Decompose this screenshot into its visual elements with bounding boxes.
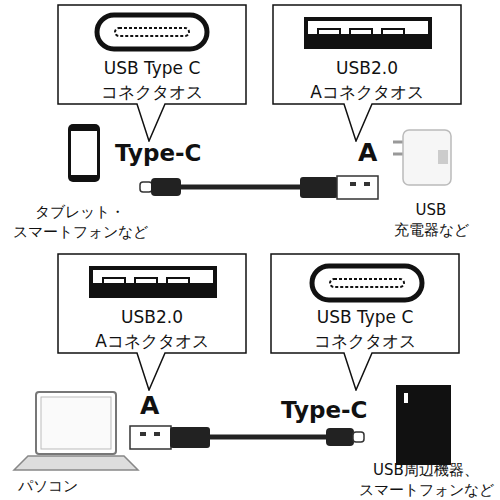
plug-hole: [140, 432, 146, 436]
laptop-screen: [36, 392, 116, 454]
usb-a-plug: [170, 427, 210, 448]
type-c-plug-tip: [353, 432, 364, 442]
device-label: パソコン: [18, 476, 108, 496]
bubble-shape: [58, 5, 246, 141]
charger: [403, 130, 451, 185]
callout-bubble: USB2.0 Aコネクタオス: [57, 253, 247, 391]
phone-screen: [71, 131, 97, 175]
callout-bubble: USB Type C コネクタオス: [57, 4, 247, 142]
device-label: USB 充電器など: [385, 200, 477, 240]
usb-a-plug-metal: [337, 176, 378, 199]
cable: [180, 185, 302, 190]
phone-body: [68, 124, 100, 182]
plug-hole: [364, 182, 370, 186]
connector-caption: USB Type C コネクタオス: [299, 305, 431, 353]
connector-caption: USB Type C コネクタオス: [86, 56, 218, 104]
external-drive: [396, 385, 451, 465]
connector-caption: USB2.0 Aコネクタオス: [86, 305, 218, 353]
usb-a-plug: [300, 177, 338, 198]
connector-caption: USB2.0 Aコネクタオス: [301, 56, 433, 104]
bubble-shape: [58, 254, 246, 390]
connector-type-label: A: [140, 392, 170, 420]
usb-a-plug-metal: [130, 426, 171, 449]
connector-type-label: Type-C: [281, 396, 401, 424]
type-c-plug: [326, 428, 354, 446]
laptop-display: [41, 397, 111, 449]
connector-type-label: A: [358, 139, 388, 167]
bubble-shape: [271, 254, 459, 390]
device-label: タブレット・ スマートフォンなど: [0, 202, 164, 242]
type-c-plug-tip: [140, 182, 152, 192]
drive-light: [404, 393, 408, 403]
device-label: USB周辺機器、 スマートフォンなど: [345, 460, 500, 500]
charger-prongs: [393, 142, 404, 154]
connector-type-label: Type-C: [115, 139, 235, 167]
bubble-shape: [273, 5, 461, 141]
callout-bubble: USB2.0 Aコネクタオス: [272, 4, 462, 142]
laptop-base: [14, 456, 138, 470]
plug-hole: [350, 182, 356, 186]
cable: [208, 435, 328, 440]
callout-bubble: USB Type C コネクタオス: [270, 253, 460, 391]
charger-port: [438, 150, 448, 164]
type-c-plug: [151, 178, 181, 196]
plug-hole: [154, 432, 160, 436]
